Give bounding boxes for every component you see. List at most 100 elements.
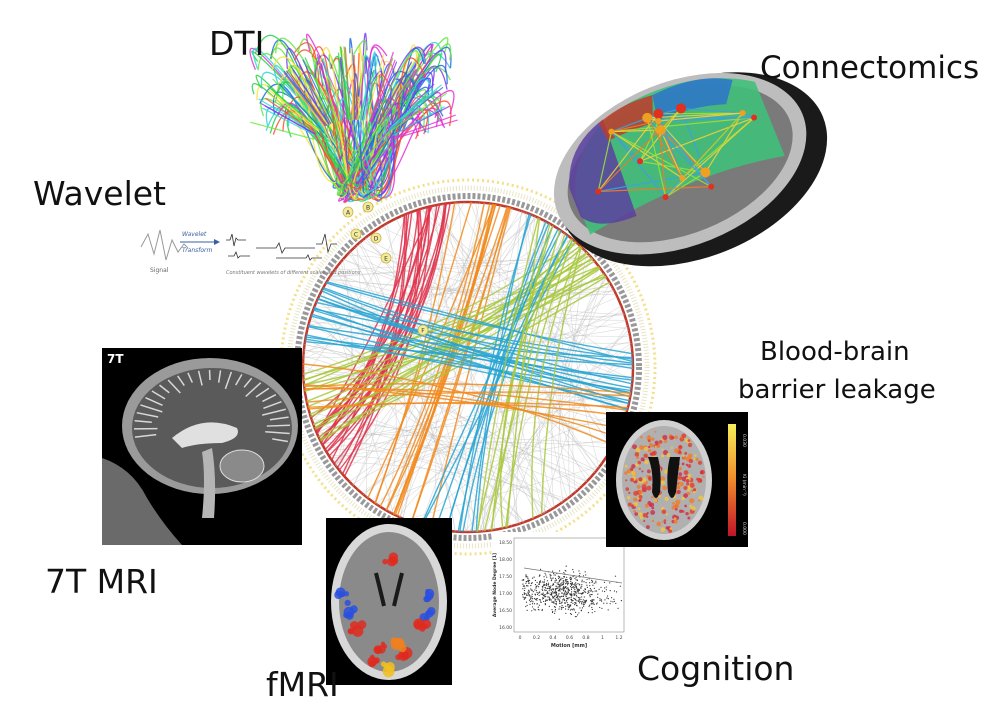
scatter-point — [590, 601, 593, 603]
connectomics-edge — [611, 117, 755, 133]
scatter-point — [528, 593, 530, 596]
scatter-point — [552, 589, 555, 591]
connectomics-node — [653, 108, 664, 119]
fmri-activation — [404, 655, 409, 660]
scatter-point — [583, 589, 585, 592]
scatter-point — [589, 582, 591, 584]
dti-fiber — [262, 107, 316, 136]
scatter-point — [554, 580, 556, 582]
circos-chord — [506, 218, 541, 528]
bbb-leakage-spot — [687, 439, 691, 442]
dti-fiber — [379, 67, 416, 126]
scatter-point — [550, 594, 553, 596]
scatter-point — [573, 608, 575, 610]
circos-chord — [317, 298, 630, 405]
bbb-leakage-spot — [674, 435, 679, 440]
scatter-point — [562, 589, 564, 591]
scatter-point — [545, 599, 547, 601]
scatter-point — [581, 583, 583, 586]
dti-fiber — [343, 46, 351, 121]
scatter-point — [566, 588, 568, 590]
scatter-point — [544, 589, 546, 591]
connectomics-edge — [680, 107, 743, 114]
circos-chord-gray — [333, 461, 568, 500]
scatter-point — [572, 568, 574, 571]
circos-chord — [320, 212, 410, 443]
scatter-point — [584, 588, 587, 590]
circos-chord-gray — [309, 412, 579, 491]
circos-chord-gray — [316, 433, 615, 445]
connectomics-edge — [597, 113, 659, 192]
bbb-leakage-spot — [681, 433, 687, 439]
circos-outer-ring — [279, 178, 657, 556]
bbb-leakage-spot — [651, 519, 655, 523]
scatter-frame — [513, 537, 625, 633]
scatter-point — [550, 599, 552, 601]
scatter-point — [542, 587, 544, 589]
dti-fiber — [387, 84, 442, 130]
bbb-leakage-spot — [683, 493, 688, 499]
mri-sulcus — [197, 370, 203, 386]
scatter-point — [552, 588, 554, 590]
scatter-point — [555, 601, 557, 603]
bbb-leakage-spot — [646, 512, 649, 515]
scatter-point — [543, 595, 545, 597]
scatter-point — [570, 577, 573, 579]
scatter-point — [553, 606, 556, 608]
scatter-point — [554, 590, 556, 592]
bbb-leakage-spot — [651, 506, 655, 510]
scatter-point — [563, 576, 566, 578]
scatter-point — [543, 582, 545, 584]
dti-fiber — [339, 98, 377, 191]
scatter-point — [554, 610, 556, 612]
scatter-point — [576, 596, 578, 598]
circos-chord — [338, 206, 430, 471]
scatter-point — [598, 588, 600, 590]
bbb-leakage-spot — [673, 448, 680, 454]
scatter-point — [540, 593, 542, 595]
bbb-leakage-spot — [651, 437, 655, 441]
bbb-leakage-spot — [647, 435, 651, 439]
scatter-point — [527, 577, 529, 580]
bbb-leakage-spot — [634, 512, 639, 516]
bbb-leakage-spot — [661, 509, 667, 515]
scatter-point — [555, 593, 558, 596]
scatter-point — [563, 599, 565, 601]
scatter-point — [531, 603, 534, 605]
scatter-point — [539, 599, 542, 601]
circos-chord-gray — [303, 213, 409, 379]
scatter-point — [545, 582, 548, 585]
scatter-point — [549, 577, 552, 579]
mri-sulcus — [224, 371, 233, 390]
scatter-point — [579, 584, 581, 586]
bbb-leakage-spot — [627, 502, 632, 507]
scatter-point — [604, 587, 606, 589]
connectomics-node — [679, 175, 686, 182]
scatter-point — [551, 579, 553, 581]
dti-fiber — [304, 57, 335, 123]
scatter-point — [583, 596, 585, 598]
scatter-point — [544, 604, 547, 606]
scatter-point — [530, 584, 532, 587]
bbb-leakage-spot — [654, 440, 659, 445]
mri-7t-badge: 7T — [107, 352, 124, 366]
scatter-point — [530, 582, 533, 585]
scatter-point — [561, 602, 563, 604]
scatter-point — [570, 596, 572, 599]
scatter-point — [591, 593, 593, 596]
scatter-point — [546, 599, 548, 602]
connectomics-node — [655, 117, 662, 124]
scatter-point — [533, 603, 536, 605]
scatter-point — [576, 590, 578, 592]
scatter-point — [573, 583, 576, 585]
scatter-point — [525, 605, 527, 608]
dti-fiber — [272, 110, 364, 190]
circos-chord — [308, 324, 633, 359]
scatter-point — [613, 598, 615, 601]
scatter-point — [546, 576, 548, 578]
scatter-point — [543, 600, 545, 603]
bbb-leakage-spot — [692, 488, 697, 492]
scatter-point — [571, 608, 573, 610]
scatter-point — [545, 589, 547, 592]
scatter-point — [555, 588, 558, 590]
